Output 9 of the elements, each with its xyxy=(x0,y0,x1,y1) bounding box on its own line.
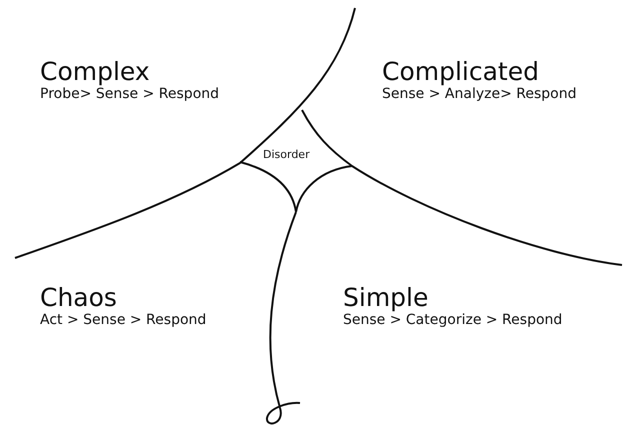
domain-title: Chaos xyxy=(40,284,118,312)
domain-steps: Probe> Sense > Respond xyxy=(40,86,220,103)
domain-steps: Act > Sense > Respond xyxy=(40,312,206,329)
domain-title: Complicated xyxy=(382,58,540,86)
domain-steps: Sense > Analyze> Respond xyxy=(382,86,576,103)
domain-title: Simple xyxy=(343,284,430,312)
domain-steps: Sense > Categorize > Respond xyxy=(343,312,562,329)
region-label: Disorder xyxy=(263,148,310,161)
domain-title: Complex xyxy=(40,58,151,86)
